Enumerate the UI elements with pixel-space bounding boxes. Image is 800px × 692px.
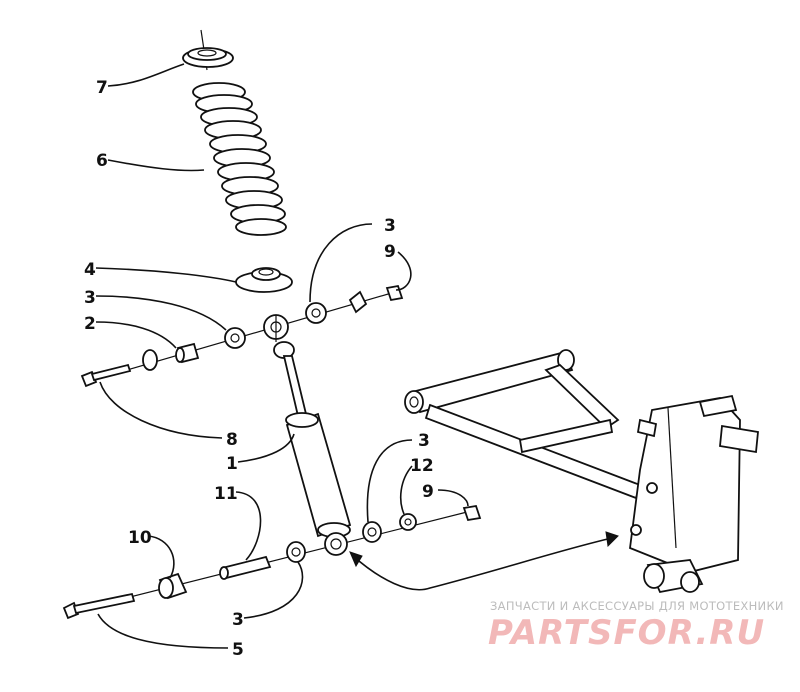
callout-10: 10 (128, 528, 152, 548)
callout-3-lower-right: 3 (418, 431, 430, 451)
callout-9-top: 9 (384, 242, 396, 262)
top-mount-assembly (80, 284, 404, 388)
spring-retainer-part-7 (182, 29, 234, 71)
callout-3-top-left: 3 (84, 288, 96, 308)
callout-numbers: 7 6 4 3 2 8 1 3 9 3 12 9 11 10 3 5 (84, 78, 434, 660)
callout-5: 5 (232, 640, 244, 660)
watermark-tagline: ЗАПЧАСТИ И АКСЕССУАРЫ ДЛЯ МОТОТЕХНИКИ (490, 599, 784, 613)
callout-9-lower: 9 (422, 482, 434, 502)
callout-12: 12 (410, 456, 434, 476)
callout-2: 2 (84, 314, 96, 334)
callout-8: 8 (226, 430, 238, 450)
spring-seat-part-4 (235, 267, 293, 293)
lower-mount-assembly (62, 504, 482, 620)
callout-11: 11 (214, 484, 238, 504)
callout-3-lower-left: 3 (232, 610, 244, 630)
coil-spring-part-6 (192, 82, 287, 236)
callout-6: 6 (96, 151, 108, 171)
watermark-logo: PARTSFOR.RU (488, 613, 765, 653)
callout-1: 1 (226, 454, 238, 474)
mounting-direction-arrow (349, 531, 619, 591)
leader-lines (95, 63, 469, 649)
shock-absorber-part-1 (273, 341, 352, 538)
callout-3-top-right: 3 (384, 216, 396, 236)
a-arm-frame (404, 349, 759, 594)
callout-4: 4 (84, 260, 96, 280)
watermark: ЗАПЧАСТИ И АКСЕССУАРЫ ДЛЯ МОТОТЕХНИКИ PA… (488, 599, 784, 653)
callout-7: 7 (96, 78, 108, 98)
